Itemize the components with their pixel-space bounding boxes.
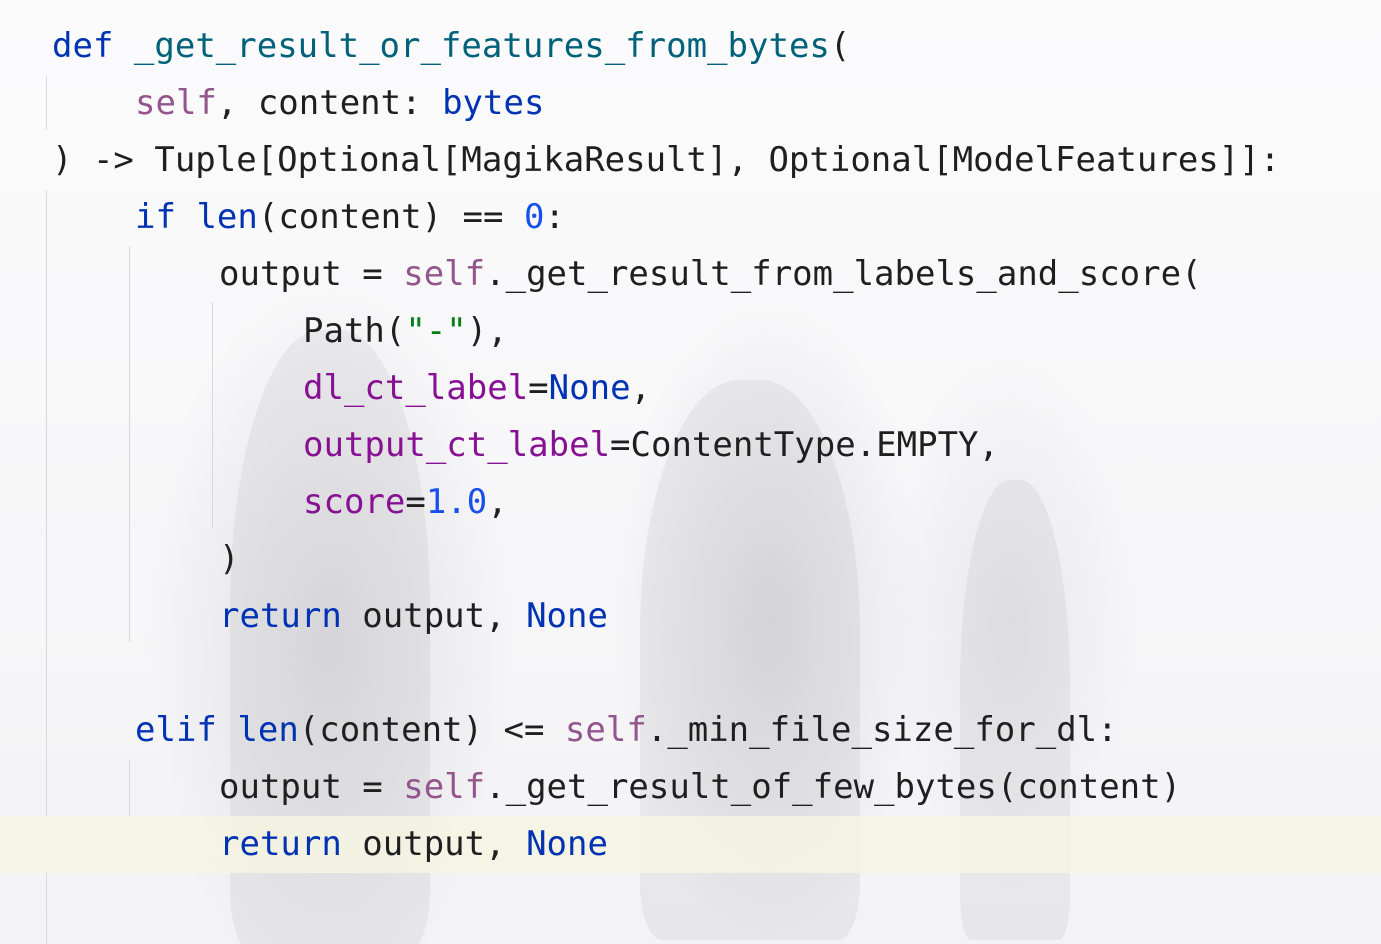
code-token: Path( [303, 311, 406, 351]
code-token [217, 710, 237, 750]
code-line[interactable]: self, content: bytes [0, 75, 1381, 132]
code-token: : [544, 197, 565, 237]
code-token: score [303, 482, 406, 522]
code-line[interactable]: ) -> Tuple[Optional[MagikaResult], Optio… [0, 132, 1381, 189]
code-text: output = self._get_result_of_few_bytes(c… [219, 759, 1181, 816]
code-line[interactable]: score=1.0, [0, 474, 1381, 531]
code-line[interactable] [0, 645, 1381, 702]
code-line[interactable]: output = self._get_result_from_labels_an… [0, 246, 1381, 303]
code-token: None [548, 368, 631, 408]
code-text: Path("-"), [303, 303, 508, 360]
code-text: output = self._get_result_from_labels_an… [219, 246, 1202, 303]
code-text: ) -> Tuple[Optional[MagikaResult], Optio… [52, 132, 1280, 189]
code-token: self [564, 710, 647, 750]
code-token: output, [341, 824, 527, 864]
code-text: def _get_result_or_features_from_bytes( [52, 18, 850, 75]
indent-guide [46, 76, 47, 130]
code-token: 1.0 [425, 482, 488, 522]
code-token: ( [829, 26, 851, 66]
code-text: self, content: bytes [135, 75, 544, 132]
code-text: output_ct_label=ContentType.EMPTY, [303, 417, 999, 474]
indent-guide [46, 190, 47, 944]
code-token: ), [466, 311, 508, 351]
code-token: output, [341, 596, 527, 636]
code-token: elif [135, 710, 217, 750]
code-line[interactable]: dl_ct_label=None, [0, 360, 1381, 417]
code-token: , [487, 482, 508, 522]
code-token: , [630, 368, 652, 408]
code-line-current[interactable]: return output, None [0, 816, 1381, 873]
code-token: ) -> Tuple[Optional[MagikaResult], Optio… [52, 140, 1281, 180]
code-token: return [219, 824, 342, 864]
code-token: output = [219, 767, 404, 807]
code-text: ) [219, 531, 239, 588]
code-text: if len(content) == 0: [135, 189, 565, 246]
code-token: dl_ct_label [303, 368, 529, 408]
code-token: ._min_file_size_for_dl: [646, 710, 1118, 750]
code-token [176, 197, 196, 237]
code-token: 0 [523, 197, 545, 237]
code-line[interactable]: Path("-"), [0, 303, 1381, 360]
code-token: None [526, 596, 608, 636]
code-token: self [403, 254, 486, 294]
code-token: return [219, 596, 342, 636]
code-token: self [135, 83, 217, 123]
code-token: = [528, 368, 549, 408]
code-token [113, 26, 133, 66]
code-text: return output, None [219, 816, 608, 873]
indent-guide [129, 246, 130, 642]
code-line[interactable]: def _get_result_or_features_from_bytes( [0, 18, 1381, 75]
code-token: None [526, 824, 608, 864]
code-text: elif len(content) <= self._min_file_size… [135, 702, 1118, 759]
code-text: dl_ct_label=None, [303, 360, 651, 417]
code-line[interactable]: ) [0, 531, 1381, 588]
code-token: bytes [442, 83, 545, 123]
code-token: ._get_result_of_few_bytes(content) [485, 767, 1182, 807]
code-line[interactable]: elif len(content) <= self._min_file_size… [0, 702, 1381, 759]
code-line[interactable]: if len(content) == 0: [0, 189, 1381, 246]
code-token: self [403, 767, 486, 807]
code-token: "-" [405, 311, 467, 351]
code-token: len [237, 710, 299, 750]
code-token: output = [219, 254, 404, 294]
code-text: return output, None [219, 588, 608, 645]
code-line[interactable]: output = self._get_result_of_few_bytes(c… [0, 759, 1381, 816]
code-text: score=1.0, [303, 474, 508, 531]
indent-guide [212, 302, 213, 528]
code-token: len [196, 197, 258, 237]
code-token: if [135, 197, 176, 237]
code-token: _get_result_or_features_from_bytes [133, 26, 830, 66]
code-token: ._get_result_from_labels_and_score( [485, 254, 1202, 294]
code-line[interactable]: return output, None [0, 588, 1381, 645]
code-token: (content) == [257, 197, 524, 237]
code-token: ) [219, 539, 240, 579]
code-token: (content) <= [298, 710, 565, 750]
code-token: output_ct_label [303, 425, 611, 465]
code-token: =ContentType.EMPTY, [610, 425, 999, 465]
code-token: = [405, 482, 426, 522]
code-line[interactable]: output_ct_label=ContentType.EMPTY, [0, 417, 1381, 474]
code-token: def [52, 26, 114, 66]
code-token: , content: [216, 83, 443, 123]
